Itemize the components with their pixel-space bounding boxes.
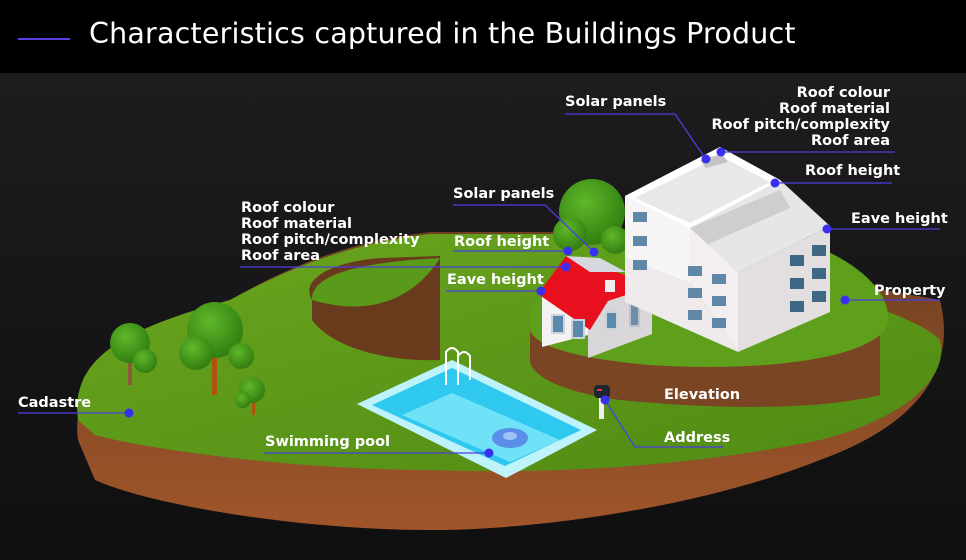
leader-lines	[18, 113, 940, 454]
swimming-pool	[357, 347, 597, 478]
label-roof-material: Roof material	[241, 216, 352, 232]
label-roof-pitch: Roof pitch/complexity	[711, 117, 891, 133]
tree-group-left	[110, 302, 265, 415]
isometric-property-illustration	[18, 113, 944, 530]
tree-group-back	[553, 179, 629, 254]
label-roof-area: Roof area	[241, 248, 320, 264]
label-building-eave-height: Eave height	[851, 211, 948, 227]
label-house-solar-panels: Solar panels	[453, 186, 555, 202]
label-roof-colour: Roof colour	[241, 200, 335, 216]
label-building-roof-attributes: Roof colour Roof material Roof pitch/com…	[712, 85, 891, 149]
label-house-eave-height: Eave height	[447, 272, 544, 288]
label-roof-area: Roof area	[811, 133, 890, 149]
mailbox	[594, 385, 610, 419]
marker-dots	[124, 147, 850, 458]
header-bar: Characteristics captured in the Building…	[0, 0, 966, 73]
label-property: Property	[874, 283, 946, 299]
label-building-solar-panels: Solar panels	[565, 94, 667, 110]
label-building-roof-height: Roof height	[805, 163, 901, 179]
label-roof-colour: Roof colour	[796, 85, 890, 101]
illustration-canvas: Solar panels Roof colour Roof material R…	[0, 73, 966, 560]
label-swimming-pool: Swimming pool	[265, 434, 391, 450]
label-cadastre: Cadastre	[18, 395, 92, 411]
header-accent-rule	[18, 38, 70, 40]
label-address: Address	[664, 430, 731, 446]
page-title: Characteristics captured in the Building…	[89, 17, 796, 50]
label-house-roof-attributes: Roof colour Roof material Roof pitch/com…	[241, 200, 420, 264]
apartment-building	[625, 147, 830, 352]
label-roof-material: Roof material	[779, 101, 890, 117]
label-elevation: Elevation	[664, 387, 741, 403]
label-house-roof-height: Roof height	[454, 234, 550, 250]
label-roof-pitch: Roof pitch/complexity	[241, 232, 420, 248]
